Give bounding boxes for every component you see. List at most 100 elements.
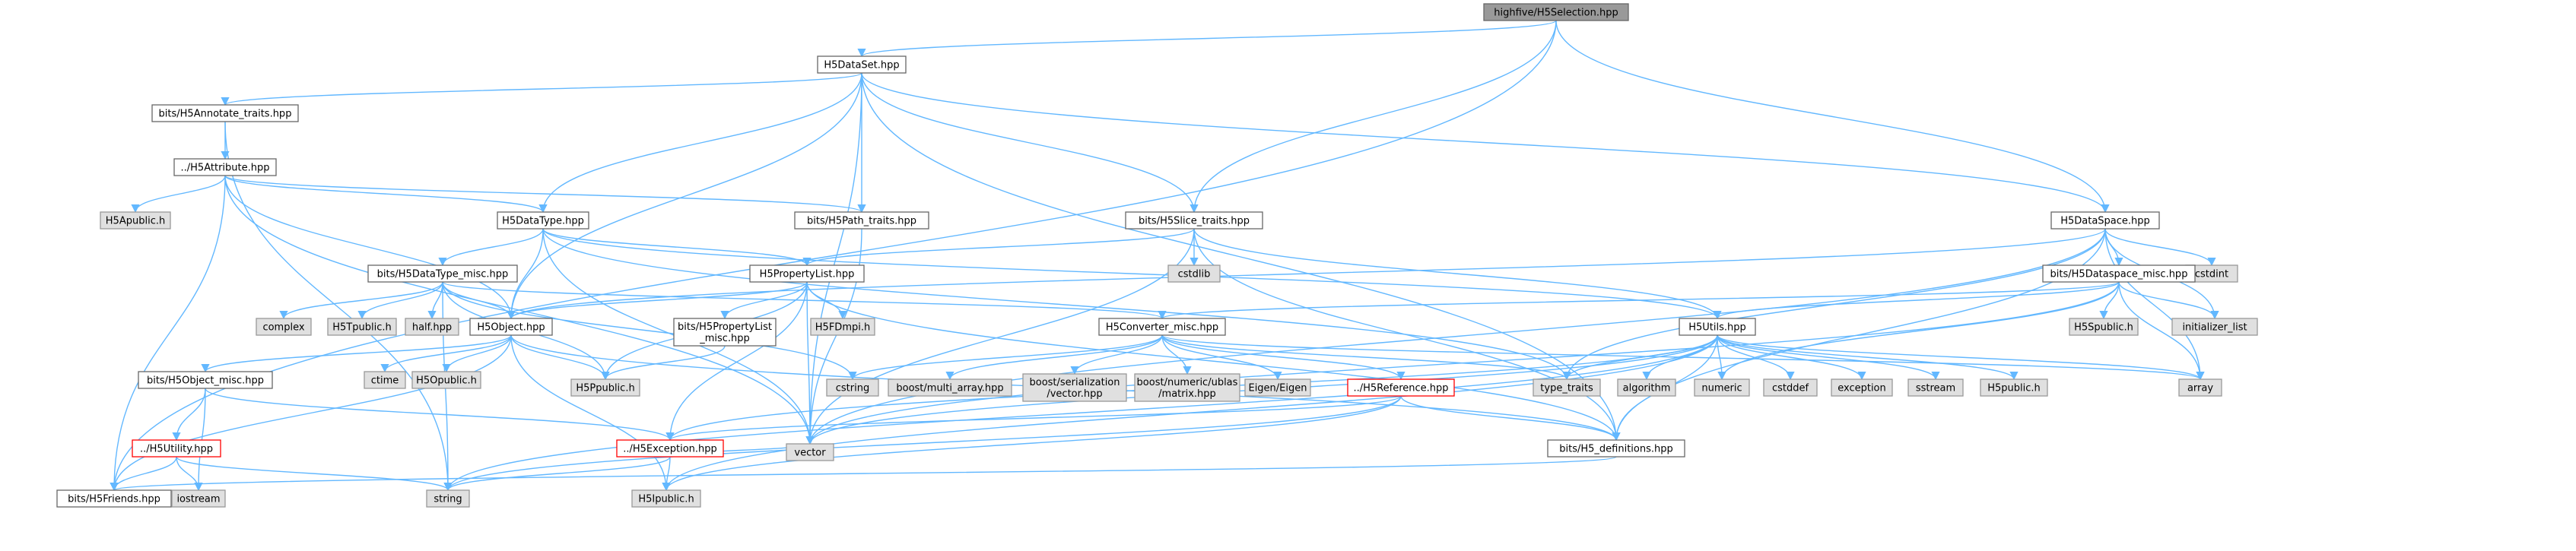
node-h5apublic: H5Apublic.h bbox=[100, 211, 171, 230]
node-multiarray-box bbox=[888, 378, 1012, 397]
node-annotate[interactable]: bits/H5Annotate_traits.hpp bbox=[151, 104, 299, 122]
edge-dataspace-to-object bbox=[507, 228, 2106, 320]
edge-annotate-to-string bbox=[224, 121, 453, 492]
edge-proplist-to-definitions bbox=[806, 281, 1621, 442]
edge-root-to-dataset bbox=[857, 20, 1557, 58]
edge-proplist-to-exceptionhpp bbox=[665, 281, 808, 442]
edge-object-to-h5ipublic bbox=[510, 334, 671, 492]
node-h5ipublic-label: H5Ipublic.h bbox=[638, 494, 694, 505]
node-object[interactable]: H5Object.hpp bbox=[469, 318, 553, 336]
edge-object-to-h5opublic bbox=[442, 334, 512, 373]
node-datatype[interactable]: H5DataType.hpp bbox=[497, 211, 589, 230]
node-dataspace[interactable]: H5DataSpace.hpp bbox=[2050, 211, 2160, 230]
node-h5tpublic: H5Tpublic.h bbox=[327, 318, 397, 336]
node-iostream-box bbox=[171, 489, 226, 508]
node-h5opublic: H5Opublic.h bbox=[411, 371, 481, 389]
edge-datatype-to-proplist bbox=[542, 228, 812, 267]
edge-dsmisc-to-h5spublic bbox=[2099, 281, 2120, 320]
edge-dtmisc-to-cstring bbox=[442, 281, 857, 381]
node-exception: exception bbox=[1831, 378, 1893, 397]
edge-attribute-to-h5apublic bbox=[131, 175, 226, 214]
node-complex-label: complex bbox=[262, 322, 304, 334]
node-dtmisc-box bbox=[367, 264, 518, 283]
node-serialvec-label: /vector.hpp bbox=[1047, 388, 1102, 400]
node-utils-box bbox=[1679, 318, 1756, 336]
node-object-box bbox=[469, 318, 553, 336]
node-halfhpp: half.hpp bbox=[405, 318, 459, 336]
edge-dataset-to-object bbox=[507, 72, 862, 320]
node-algorithm: algorithm bbox=[1617, 378, 1676, 397]
node-datatype-box bbox=[497, 211, 589, 230]
node-h5fdmpi-box bbox=[810, 318, 875, 336]
edge-dtmisc-to-complex bbox=[279, 281, 443, 320]
node-proplist[interactable]: H5PropertyList.hpp bbox=[749, 264, 865, 283]
edge-attribute-to-datatype bbox=[224, 175, 548, 214]
node-iostream-label: iostream bbox=[176, 494, 220, 505]
node-h5apublic-label: H5Apublic.h bbox=[106, 216, 165, 227]
node-attribute[interactable]: ../H5Attribute.hpp bbox=[173, 158, 277, 176]
edge-dataset-to-vector bbox=[805, 72, 862, 445]
node-cstdlib-label: cstdlib bbox=[1178, 269, 1211, 280]
edge-utils-to-array bbox=[1717, 334, 2205, 381]
node-plmisc[interactable]: bits/H5PropertyList_misc.hpp bbox=[673, 318, 777, 347]
node-dtmisc[interactable]: bits/H5DataType_misc.hpp bbox=[367, 264, 518, 283]
node-root[interactable]: highfive/H5Selection.hpp bbox=[1483, 3, 1629, 21]
node-cstddef-box bbox=[1763, 378, 1818, 397]
node-definitions-label: bits/H5_definitions.hpp bbox=[1559, 444, 1673, 455]
edge-proplist-to-plmisc bbox=[720, 281, 808, 320]
node-halfhpp-label: half.hpp bbox=[412, 322, 452, 334]
node-algorithm-label: algorithm bbox=[1623, 383, 1671, 394]
node-iostream: iostream bbox=[171, 489, 226, 508]
node-h5opublic-box bbox=[411, 371, 481, 389]
node-convmisc[interactable]: H5Converter_misc.hpp bbox=[1098, 318, 1226, 336]
edge-slicetraits-to-vector bbox=[805, 228, 1195, 445]
edge-utility-to-iostream bbox=[176, 456, 203, 492]
edge-dataspace-to-vector bbox=[805, 228, 2106, 445]
node-slicetraits[interactable]: bits/H5Slice_traits.hpp bbox=[1125, 211, 1263, 230]
edges-layer bbox=[110, 20, 2219, 492]
node-h5ppublic-label: H5Ppublic.h bbox=[576, 383, 634, 394]
edge-slicetraits-to-utils bbox=[1193, 228, 1722, 320]
node-eigen-box bbox=[1244, 378, 1311, 397]
node-h5public-box bbox=[1980, 378, 2048, 397]
edge-dataset-to-datatype bbox=[538, 72, 862, 214]
node-datatype-label: H5DataType.hpp bbox=[502, 216, 584, 227]
node-dsmisc[interactable]: bits/H5Dataspace_misc.hpp bbox=[2042, 264, 2196, 283]
node-definitions[interactable]: bits/H5_definitions.hpp bbox=[1547, 439, 1685, 458]
node-string: string bbox=[426, 489, 470, 508]
edge-slicetraits-to-definitions bbox=[1193, 228, 1621, 442]
node-halfhpp-box bbox=[405, 318, 459, 336]
edge-reference-to-exceptionhpp bbox=[665, 395, 1402, 442]
node-h5spublic-label: H5Spublic.h bbox=[2074, 322, 2133, 334]
edge-dtmisc-to-h5tpublic bbox=[357, 281, 443, 320]
edge-root-to-slicetraits bbox=[1190, 20, 1557, 214]
node-dtmisc-label: bits/H5DataType_misc.hpp bbox=[377, 269, 509, 280]
edge-convmisc-to-reference bbox=[1161, 334, 1406, 381]
node-utils[interactable]: H5Utils.hpp bbox=[1679, 318, 1756, 336]
edge-utils-to-h5public bbox=[1717, 334, 2019, 381]
node-object-label: H5Object.hpp bbox=[477, 322, 545, 334]
edge-datatype-to-object bbox=[507, 228, 544, 320]
node-plmisc-box bbox=[673, 318, 777, 347]
edge-dataset-to-dataspace bbox=[861, 72, 2110, 214]
edge-utils-to-cstddef bbox=[1717, 334, 1795, 381]
node-objmisc[interactable]: bits/H5Object_misc.hpp bbox=[138, 371, 273, 389]
node-annotate-label: bits/H5Annotate_traits.hpp bbox=[159, 109, 292, 120]
node-numeric: numeric bbox=[1694, 378, 1750, 397]
node-utility-box bbox=[132, 439, 221, 458]
node-sstream-box bbox=[1907, 378, 1964, 397]
edge-attribute-to-object bbox=[224, 175, 516, 320]
node-friends[interactable]: bits/H5Friends.hpp bbox=[56, 489, 172, 508]
edge-dsmisc-to-utils bbox=[1713, 281, 2120, 320]
node-slicetraits-label: bits/H5Slice_traits.hpp bbox=[1139, 216, 1250, 227]
edge-dtmisc-to-convmisc bbox=[442, 281, 1167, 320]
node-dataset[interactable]: H5DataSet.hpp bbox=[817, 55, 907, 74]
node-annotate-box bbox=[151, 104, 299, 122]
edge-datatype-to-typetraits bbox=[542, 228, 1571, 381]
node-convmisc-label: H5Converter_misc.hpp bbox=[1106, 322, 1218, 334]
node-serialvec-box bbox=[1022, 373, 1127, 402]
edge-proplist-to-vector bbox=[805, 281, 815, 445]
edge-dataset-to-annotate bbox=[221, 72, 862, 106]
node-pathtraits[interactable]: bits/H5Path_traits.hpp bbox=[794, 211, 929, 230]
edge-definitions-to-friends bbox=[110, 456, 1617, 492]
